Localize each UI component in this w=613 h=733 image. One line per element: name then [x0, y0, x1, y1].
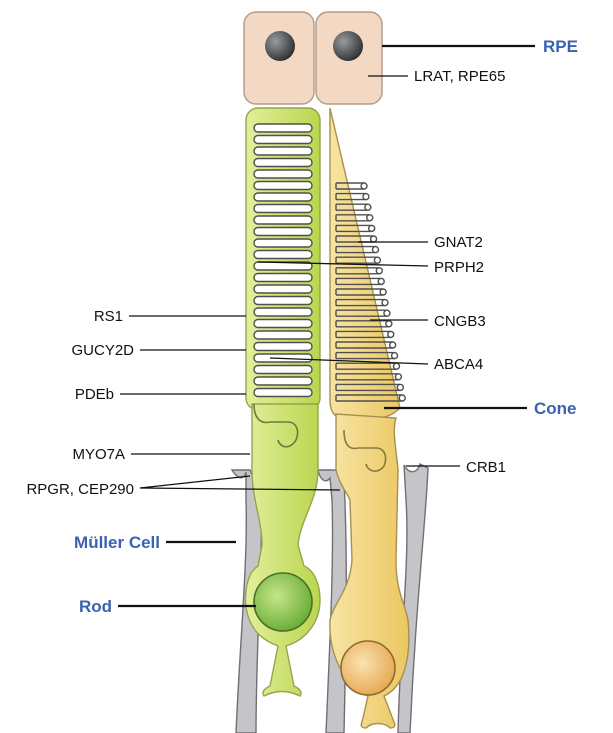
- rpe-nucleus: [265, 31, 295, 61]
- rod-disc: [254, 239, 312, 247]
- rod-disc: [254, 297, 312, 305]
- label-prph2: PRPH2: [434, 259, 484, 276]
- rod-disc: [254, 320, 312, 328]
- rod-disc: [254, 285, 312, 293]
- label-rpgr-cep290: RPGR, CEP290: [26, 481, 134, 498]
- cone-disc-end: [363, 194, 369, 200]
- cone-disc-end: [371, 236, 377, 242]
- cone-disc-end: [382, 300, 388, 306]
- rod-disc: [254, 170, 312, 178]
- label-myo7a: MYO7A: [72, 446, 125, 463]
- label-cone: Cone: [534, 399, 577, 418]
- cone-disc-end: [378, 278, 384, 284]
- rod-disc: [254, 205, 312, 213]
- cone-disc-end: [390, 342, 396, 348]
- rpe-cells: [244, 12, 382, 104]
- cone-disc-end: [361, 183, 367, 189]
- cone-cell: [330, 108, 409, 728]
- rod-disc: [254, 343, 312, 351]
- rod-cell: [246, 108, 321, 696]
- rod-nucleus: [254, 573, 312, 631]
- label-rs1: RS1: [94, 308, 123, 325]
- label-lrat-rpe65: LRAT, RPE65: [414, 68, 505, 85]
- label-rpe: RPE: [543, 37, 578, 56]
- rod-disc: [254, 251, 312, 259]
- rod-disc: [254, 389, 312, 397]
- label-cngb3: CNGB3: [434, 313, 486, 330]
- rod-disc: [254, 147, 312, 155]
- label-crb1: CRB1: [466, 459, 506, 476]
- rod-disc: [254, 228, 312, 236]
- label-muller-cell: Müller Cell: [74, 533, 160, 552]
- rod-disc: [254, 308, 312, 316]
- cone-disc-end: [399, 395, 405, 401]
- cone-disc-end: [365, 204, 371, 210]
- cone-disc-end: [395, 374, 401, 380]
- cone-disc-end: [386, 321, 392, 327]
- rod-disc: [254, 124, 312, 132]
- cone-disc-end: [380, 289, 386, 295]
- label-abca4: ABCA4: [434, 356, 483, 373]
- rod-disc: [254, 216, 312, 224]
- rod-disc: [254, 136, 312, 144]
- label-gnat2: GNAT2: [434, 234, 483, 251]
- rod-disc: [254, 331, 312, 339]
- rod-disc: [254, 377, 312, 385]
- rod-disc: [254, 274, 312, 282]
- cone-disc-end: [374, 257, 380, 263]
- cone-disc-end: [384, 310, 390, 316]
- rod-disc: [254, 182, 312, 190]
- cone-disc-end: [367, 215, 373, 221]
- rpe-nucleus: [333, 31, 363, 61]
- cone-disc-end: [392, 353, 398, 359]
- label-pdeb: PDEb: [75, 386, 114, 403]
- cone-disc-end: [376, 268, 382, 274]
- rod-disc: [254, 193, 312, 201]
- cone-nucleus: [341, 641, 395, 695]
- cone-disc-end: [393, 363, 399, 369]
- label-rod: Rod: [79, 597, 112, 616]
- rod-disc: [254, 159, 312, 167]
- cone-disc-end: [369, 225, 375, 231]
- label-gucy2d: GUCY2D: [71, 342, 134, 359]
- cone-disc-end: [397, 384, 403, 390]
- rod-disc: [254, 366, 312, 374]
- cone-disc-end: [388, 331, 394, 337]
- cone-disc-end: [372, 247, 378, 253]
